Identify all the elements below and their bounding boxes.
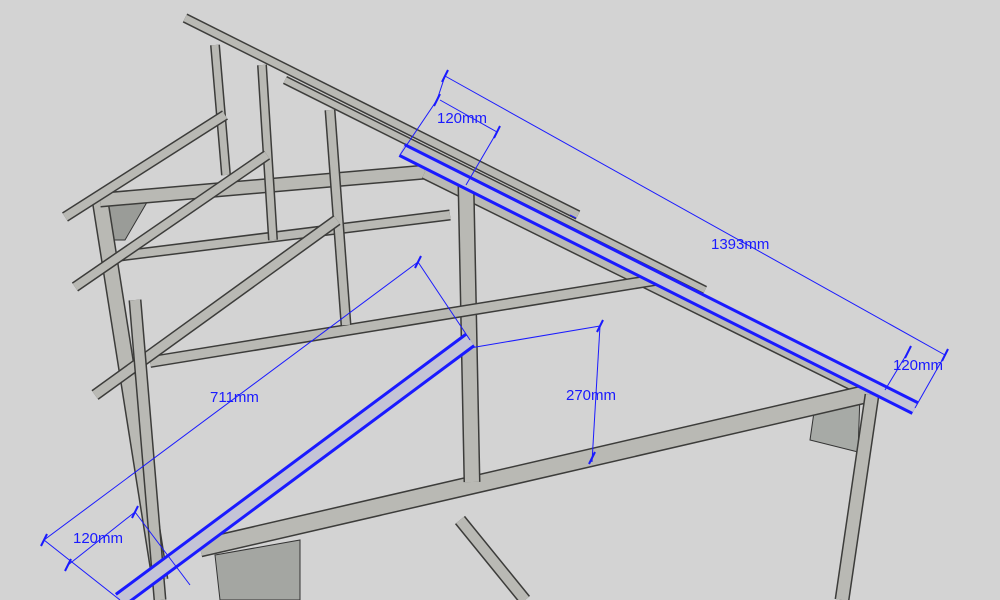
dimension-line [569,214,577,219]
steel-frame[interactable] [62,13,880,600]
dimension-label-post-offset: 270mm [566,387,616,404]
steel-beam [456,516,529,600]
dimension-tick [941,348,949,362]
steel-beam [258,64,277,241]
dimension-tick [414,255,422,269]
dimension-line [67,511,136,566]
dimension-tick [433,93,441,107]
dimension-tick [64,558,72,572]
dimension-label-right-width: 120mm [893,357,943,374]
steel-beam [459,184,479,483]
dimension-tick [596,319,604,333]
steel-beam [72,151,270,291]
gusset-plate [214,539,301,600]
dimension-lines [40,69,949,600]
dimension-line [43,539,121,600]
dimension-line [43,261,419,541]
dimension-line [591,325,601,463]
steel-beam [283,77,707,293]
dimension-label-top-width: 120mm [437,110,487,127]
dimension-tick [904,345,912,359]
dimension-line [417,261,471,341]
steel-beam [130,299,165,600]
dimension-line [914,354,946,409]
dimension-line [444,75,946,356]
selected-beam [116,335,474,600]
steel-beam [836,394,878,600]
steel-beam [62,111,228,221]
dimension-tick [441,69,449,83]
dimension-line [134,511,191,586]
steel-beam [326,109,350,326]
dimension-line [884,351,909,391]
steel-beam [149,275,656,367]
dimension-label-brace-width: 120mm [73,530,123,547]
steel-beam [198,384,877,556]
dimension-tick [588,451,596,465]
selected-beam [399,145,918,413]
steel-beam [211,44,230,176]
dimension-line [399,99,438,156]
steel-beam [183,14,580,219]
dimension-tick [493,125,501,139]
dimension-line [469,325,601,349]
dimension-line [465,131,498,186]
dimension-label-brace-length: 711mm [210,389,259,406]
dimension-tick [40,533,48,547]
steel-beam [119,211,451,260]
dimension-label-rafter-length: 1393mm [711,236,769,253]
dimension-tick [131,505,139,519]
dimension-line [439,99,498,133]
selected-members[interactable] [114,143,919,600]
steel-beam [99,166,426,206]
